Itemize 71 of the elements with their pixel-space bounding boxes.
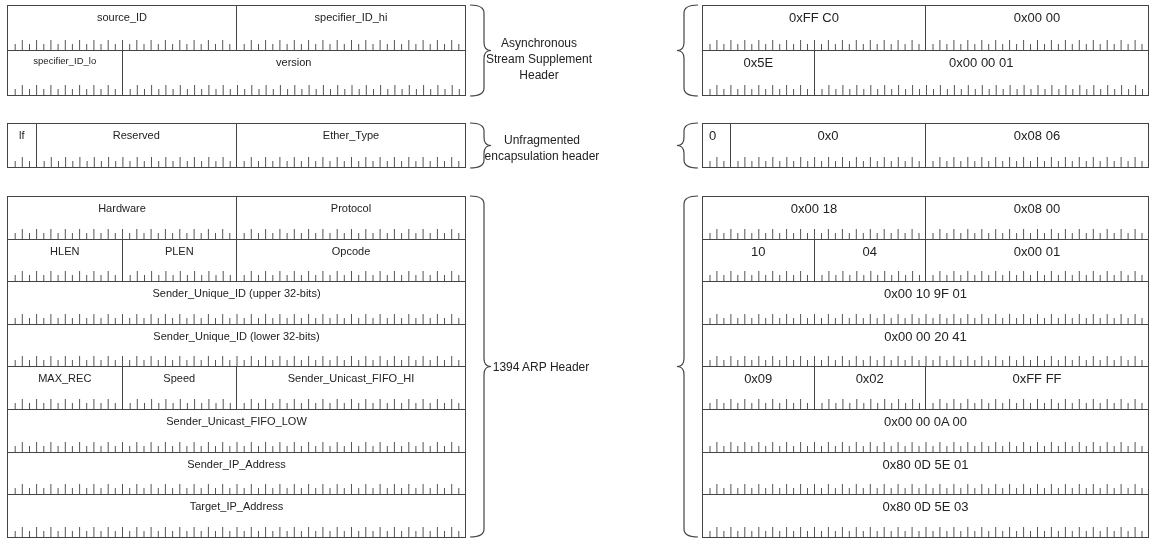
field-label: PLEN (163, 244, 195, 257)
field-label: Sender_Unique_ID (upper 32-bits) (151, 287, 322, 300)
packet-field (702, 123, 731, 168)
packet-field (702, 323, 1149, 368)
field-label: version (275, 56, 313, 69)
field-label: MAX_REC (37, 372, 93, 385)
packet-field (925, 5, 1149, 51)
field-label: 0x00 00 (1012, 11, 1062, 26)
packet-field (7, 451, 466, 496)
packet-field (702, 196, 926, 240)
field-label: 0 (708, 129, 718, 144)
field-label: lf (18, 129, 26, 142)
packet-field (236, 196, 466, 240)
field-label: Sender_IP_Address (186, 457, 287, 470)
packet-field (702, 451, 1149, 496)
field-label: Reserved (111, 129, 161, 142)
packet-field (702, 494, 1149, 538)
field-label: 0x00 00 01 (948, 56, 1015, 71)
field-label: 0x00 00 20 41 (883, 329, 968, 345)
packet-field (35, 123, 237, 168)
field-label: 0x00 18 (789, 202, 839, 217)
field-label: 0x02 (854, 372, 885, 387)
field-label: 0x08 00 (1012, 202, 1062, 217)
header-group-label: Unfragmented encapsulation header (483, 131, 601, 164)
field-label: 0xFF C0 (788, 11, 840, 26)
packet-field (236, 123, 466, 168)
packet-field (925, 123, 1149, 168)
packet-field (7, 281, 466, 325)
packet-field (236, 5, 466, 51)
field-label: 0x0 (816, 129, 840, 144)
field-label: 0xFF FF (1011, 372, 1063, 387)
field-label: 0x5E (742, 56, 775, 71)
field-label: Speed (162, 372, 197, 385)
field-label: 10 (750, 244, 767, 259)
field-label: source_ID (95, 11, 149, 24)
header-group-label: Asynchronous Stream Supplement Header (484, 34, 594, 84)
packet-field (813, 50, 1149, 96)
packet-field (7, 323, 466, 368)
packet-field (729, 123, 926, 168)
field-label: specifier_ID_hi (313, 11, 389, 24)
field-label: Ether_Type (321, 129, 381, 142)
packet-field (7, 494, 466, 538)
packet-field (7, 5, 237, 51)
field-label: 0x80 0D 5E 03 (881, 500, 970, 515)
packet-field (7, 123, 37, 168)
packet-field (7, 50, 123, 96)
packet-field (702, 5, 926, 51)
packet-field (7, 409, 466, 453)
field-label: 04 (861, 244, 878, 259)
field-label: 0x00 00 0A 00 (882, 415, 969, 430)
field-label: Target_IP_Address (188, 500, 285, 513)
field-label: 0x09 (743, 372, 774, 387)
field-label: Sender_Unicast_FIFO_LOW (165, 415, 308, 428)
field-label: Protocol (329, 202, 373, 215)
field-label: Opcode (330, 244, 372, 257)
packet-field (925, 196, 1149, 240)
field-label: 0x00 01 (1012, 244, 1062, 259)
field-label: 0x08 06 (1012, 129, 1062, 144)
field-label: specifier_ID_lo (32, 56, 98, 67)
packet-field (702, 281, 1149, 325)
field-label: HLEN (49, 244, 81, 257)
packet-field (702, 409, 1149, 453)
field-label: Hardware (97, 202, 147, 215)
header-group-label: 1394 ARP Header (491, 358, 591, 375)
field-label: Sender_Unicast_FIFO_HI (286, 372, 416, 385)
field-label: 0x00 10 9F 01 (882, 287, 969, 302)
packet-field (7, 196, 237, 240)
packet-field (121, 50, 466, 96)
field-label: Sender_Unique_ID (lower 32-bits) (152, 329, 321, 342)
packet-field (702, 50, 815, 96)
field-label: 0x80 0D 5E 01 (881, 457, 970, 472)
